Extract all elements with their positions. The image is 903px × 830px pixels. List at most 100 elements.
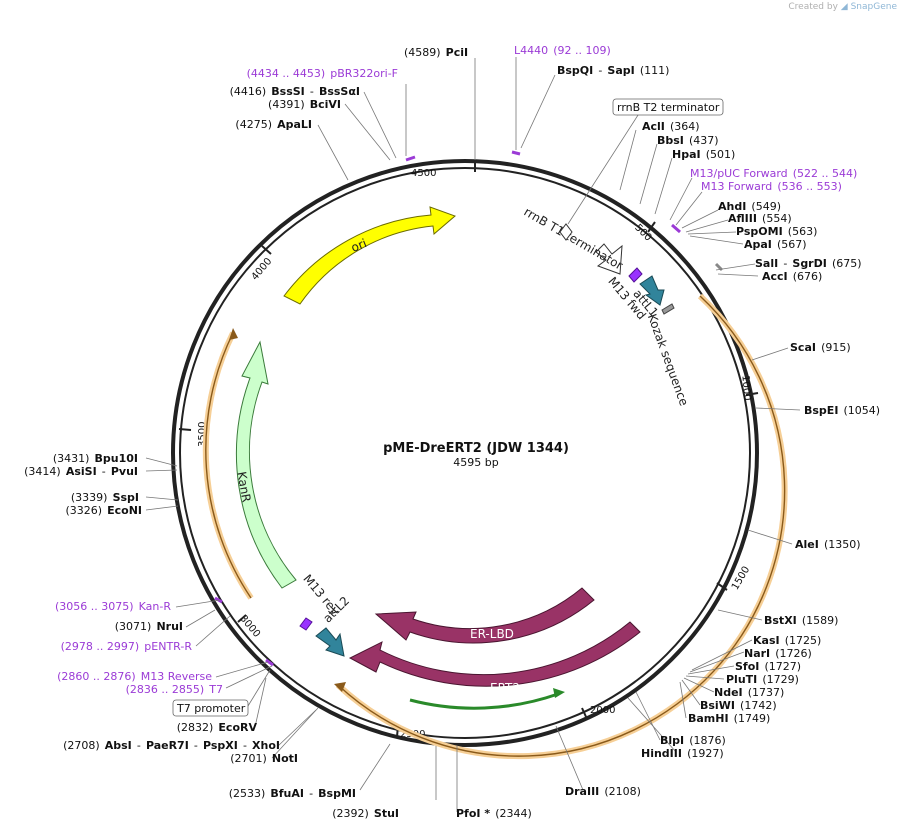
svg-text:PspOMI (563): PspOMI (563)	[736, 220, 817, 239]
svg-text:M13/pUC Forward (522 .. 544): M13/pUC Forward (522 .. 544)	[690, 162, 857, 181]
svg-text:BstXI (1589): BstXI (1589)	[764, 609, 838, 628]
primer-pentr-range: (2978 .. 2997)	[61, 640, 140, 653]
svg-text:(3056 .. 3075) Kan-R: (3056 .. 3075) Kan-R	[55, 595, 171, 614]
site-apai-name: ApaI	[744, 238, 772, 251]
svg-text:(3071) NruI: (3071) NruI	[115, 615, 183, 634]
svg-text:SalI - SgrDI (675): SalI - SgrDI (675)	[755, 252, 862, 271]
svg-text:(2392) StuI: (2392) StuI	[332, 802, 399, 821]
t7-promoter-label: T7 promoter	[176, 702, 246, 715]
site-pspomi-pos: (563)	[788, 225, 818, 238]
svg-text:(3414) AsiSI - PvuI: (3414) AsiSI - PvuI	[24, 460, 138, 479]
svg-text:BsiWI (1742): BsiWI (1742)	[700, 694, 777, 713]
svg-text:KasI (1725): KasI (1725)	[753, 629, 821, 648]
site-pcii-name: PciI	[446, 46, 468, 59]
snapgene-logo-icon: ◢	[840, 2, 848, 12]
site-bamhi-pos: (1749)	[734, 712, 771, 725]
site-absi-pos: (2708)	[63, 739, 100, 752]
svg-text:ScaI (915): ScaI (915)	[790, 336, 851, 355]
svg-text:NdeI (1737): NdeI (1737)	[714, 681, 784, 700]
site-asisi-name: AsiSI	[66, 465, 97, 478]
site-acci-name: AccI	[762, 270, 788, 283]
site-nari-pos: (1726)	[775, 647, 812, 660]
site-nrui-pos: (3071)	[115, 620, 152, 633]
svg-text:(2860 .. 2876) M13 Reverse: (2860 .. 2876) M13 Reverse	[57, 665, 212, 684]
primer-pbr-name: pBR322ori-F	[330, 67, 398, 80]
site-bsssai-name: BssSαI	[319, 85, 360, 98]
site-afliii-name: AflIII	[728, 212, 757, 225]
svg-text:(2533) BfuAI - BspMI: (2533) BfuAI - BspMI	[229, 782, 356, 801]
site-blpi-name: BlpI	[660, 734, 684, 747]
tick-3000: 3000	[237, 613, 262, 640]
svg-text:AhdI (549): AhdI (549)	[718, 195, 781, 214]
site-sali-pos: (675)	[832, 257, 862, 270]
primer-t7-range: (2836 .. 2855)	[126, 683, 205, 696]
site-bsssi-pos: (4416)	[230, 85, 267, 98]
plasmid-length: 4595 bp	[453, 456, 498, 469]
svg-text:NarI (1726): NarI (1726)	[744, 642, 812, 661]
site-ndei-name: NdeI	[714, 686, 743, 699]
site-hpai-name: HpaI	[672, 148, 701, 161]
site-paer7i-name: PaeR7I	[146, 739, 189, 752]
svg-text:L4440 (92 .. 109): L4440 (92 .. 109)	[514, 39, 611, 58]
site-acci-pos: (676)	[793, 270, 823, 283]
svg-text:(2832) EcoRV: (2832) EcoRV	[177, 716, 258, 735]
primer-kanr-range: (3056 .. 3075)	[55, 600, 134, 613]
primer-m13fwd-range: (536 .. 553)	[777, 180, 842, 193]
site-xhoi-name: XhoI	[252, 739, 280, 752]
attl1-feature	[639, 275, 665, 306]
svg-text:ApaI (567): ApaI (567)	[744, 233, 807, 252]
site-apai-pos: (567)	[777, 238, 807, 251]
site-pluti-pos: (1729)	[762, 673, 799, 686]
site-ndei-pos: (1737)	[748, 686, 785, 699]
svg-text:SfoI (1727): SfoI (1727)	[735, 655, 801, 674]
credit-brand: SnapGene	[850, 2, 897, 12]
svg-text:HpaI (501): HpaI (501)	[672, 143, 735, 162]
site-pluti-name: PluTI	[726, 673, 757, 686]
site-acli-name: AclI	[642, 120, 665, 133]
site-hindiii-name: HindIII	[641, 747, 682, 760]
site-bspei-name: BspEI	[804, 404, 838, 417]
svg-text:DraIII (2108): DraIII (2108)	[565, 780, 641, 799]
site-bstxi-name: BstXI	[764, 614, 797, 627]
svg-text:AleI (1350): AleI (1350)	[795, 533, 861, 552]
primer-labels: L4440 (92 .. 109) M13/pUC Forward (522 .…	[55, 39, 857, 696]
site-bsiwi-name: BsiWI	[700, 699, 735, 712]
site-kasi-name: KasI	[753, 634, 780, 647]
svg-text:(4589) PciI: (4589) PciI	[404, 41, 468, 60]
site-econi-pos: (3326)	[65, 504, 102, 517]
rrnb-t1-feature	[595, 243, 623, 275]
site-bspqi-pos: (111)	[640, 64, 670, 77]
site-apali-name: ApaLI	[277, 118, 312, 131]
site-scai-pos: (915)	[821, 341, 851, 354]
m13-fwd-feature	[628, 267, 643, 283]
site-econi-name: EcoNI	[107, 504, 142, 517]
site-bbsi-pos: (437)	[689, 134, 719, 147]
orf-arrowhead-1	[334, 682, 346, 692]
site-kasi-pos: (1725)	[785, 634, 822, 647]
site-bcivi-name: BciVI	[310, 98, 341, 111]
site-bbsi-name: BbsI	[657, 134, 684, 147]
site-bfuai-pos: (2533)	[229, 787, 266, 800]
site-labels-left: (2392) StuI (2533) BfuAI - BspMI (2701) …	[24, 80, 399, 821]
primer-m13puc-range: (522 .. 544)	[793, 167, 858, 180]
site-blpi-pos: (1876)	[689, 734, 726, 747]
rrnb-t2-label: rrnB T2 terminator	[617, 101, 720, 114]
svg-text:BspQI - SapI (111): BspQI - SapI (111)	[557, 59, 669, 78]
site-apali-pos: (4275)	[235, 118, 272, 131]
svg-text:(2708) AbsI - PaeR7I - PspX: (2708) AbsI - PaeR7I - PspXI - XhoI	[63, 734, 280, 753]
svg-text:(4416) BssSI - BssSαI: (4416) BssSI - BssSαI	[230, 80, 360, 99]
svg-text:(4275) ApaLI: (4275) ApaLI	[235, 113, 312, 132]
snapgene-credit: Created by ◢ SnapGene	[788, 2, 897, 12]
site-asisi-pos: (3414)	[24, 465, 61, 478]
site-bstxi-pos: (1589)	[802, 614, 839, 627]
site-nari-name: NarI	[744, 647, 770, 660]
svg-text:BbsI (437): BbsI (437)	[657, 129, 719, 148]
site-bspmi-name: BspMI	[318, 787, 356, 800]
svg-text:BspEI (1054): BspEI (1054)	[804, 399, 880, 418]
site-sfoi-name: SfoI	[735, 660, 759, 673]
svg-text:(3339) SspI: (3339) SspI	[71, 486, 139, 505]
site-ahdi-name: AhdI	[718, 200, 746, 213]
credit-prefix: Created by	[788, 2, 838, 12]
kozak-label: Kozak sequence	[645, 312, 691, 408]
